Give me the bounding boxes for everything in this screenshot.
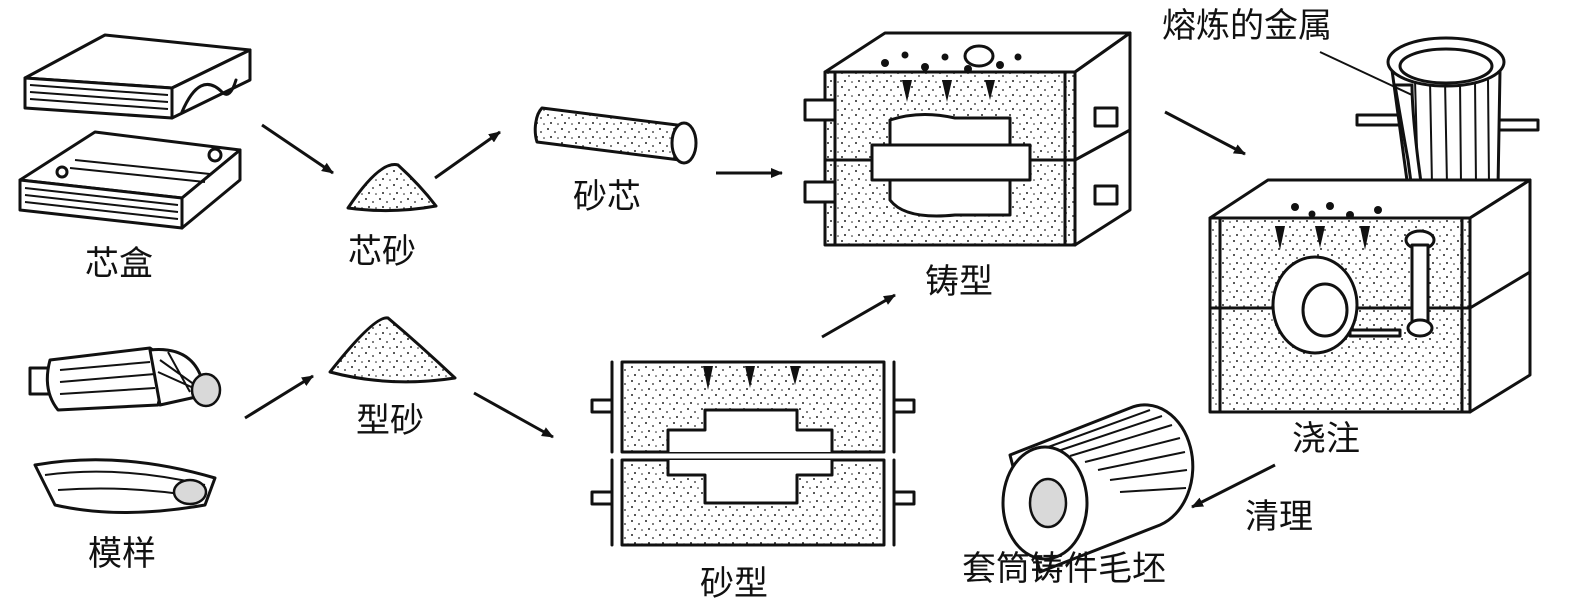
molding-sand-pile [328,316,457,384]
label-molten-metal: 熔炼的金属 [1162,6,1332,46]
pattern-illustration [28,346,222,514]
label-pouring: 浇注 [1292,419,1360,459]
arrow-pattern-to-molding-sand [244,374,314,420]
sand-core-cylinder [533,106,698,165]
label-pattern: 模样 [88,534,156,574]
label-casting-mold: 铸型 [925,262,993,302]
label-sand-mold: 砂型 [700,564,768,604]
core-sand-pile [346,163,438,213]
label-sand-core: 砂芯 [573,177,641,217]
label-sleeve-blank: 套筒铸件毛坯 [962,549,1166,589]
label-cleaning: 清理 [1245,497,1313,537]
core-box-illustration [18,33,252,230]
arrow-pouring-to-sleeve-blank [1191,463,1276,509]
arrow-core-sand-to-sand-core [434,130,501,180]
label-molding-sand: 型砂 [356,401,424,441]
label-core-box: 芯盒 [85,244,153,284]
sleeve-casting-illustration [1001,403,1195,574]
pouring-illustration [1208,36,1540,414]
arrow-core-box-to-core-sand [261,123,334,175]
molten-metal-leader-line [1319,51,1413,96]
arrow-casting-mold-to-pouring [1164,110,1246,156]
casting-mold-illustration [803,31,1132,247]
sand-mold-illustration [590,360,916,547]
arrow-molding-sand-to-sand-mold [473,391,554,439]
label-core-sand: 芯砂 [348,232,416,272]
arrow-sand-mold-to-casting-mold [821,293,896,339]
